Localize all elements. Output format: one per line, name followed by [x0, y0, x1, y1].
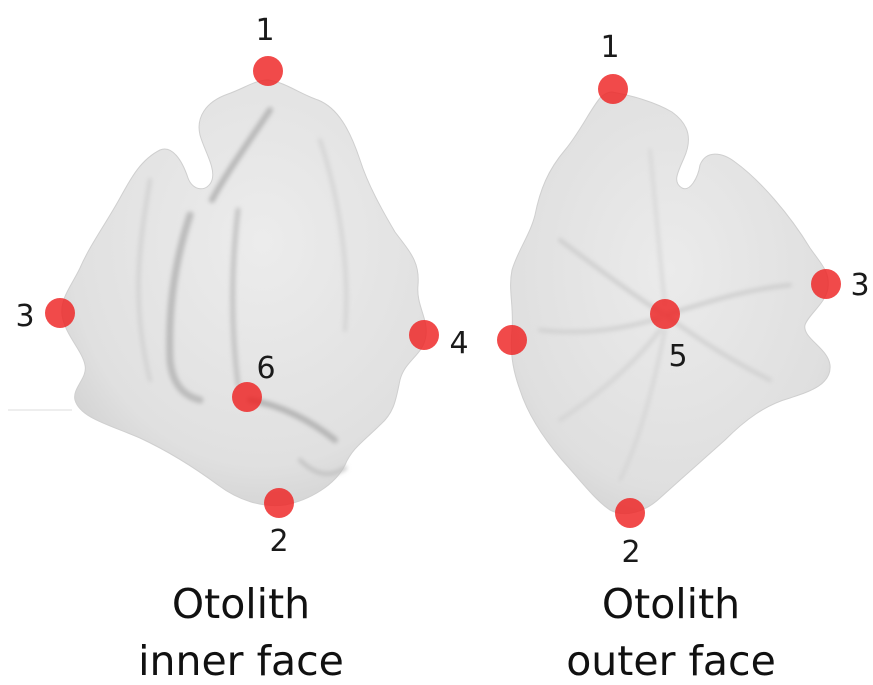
inner-landmark-2: 2: [264, 488, 294, 559]
inner-landmark-1: 1: [253, 13, 283, 86]
outer-caption-line1: Otolith: [602, 580, 740, 628]
landmark-label: 3: [15, 299, 34, 334]
landmark-label: 1: [255, 13, 274, 48]
inner-caption-line2: inner face: [138, 637, 344, 685]
outer-face-panel: 1 2 3 5 Otolith outer face: [497, 30, 870, 685]
landmark-label: 2: [621, 535, 640, 570]
outer-landmark-2: 2: [615, 498, 645, 570]
inner-landmark-4: 4: [409, 320, 469, 361]
landmark-label: 1: [600, 30, 619, 65]
outer-landmark-left: [497, 325, 527, 355]
outer-caption-line2: outer face: [566, 637, 776, 685]
outer-landmark-1: 1: [598, 30, 628, 104]
landmark-label: 2: [269, 524, 288, 559]
landmark-label: 5: [668, 339, 687, 374]
landmark-label: 6: [256, 351, 275, 386]
landmark-label: 4: [449, 326, 468, 361]
inner-caption-line1: Otolith: [172, 580, 310, 628]
inner-face-panel: 1 2 3 4 6 Otolith inner face: [8, 13, 469, 685]
landmark-label: 3: [850, 268, 869, 303]
